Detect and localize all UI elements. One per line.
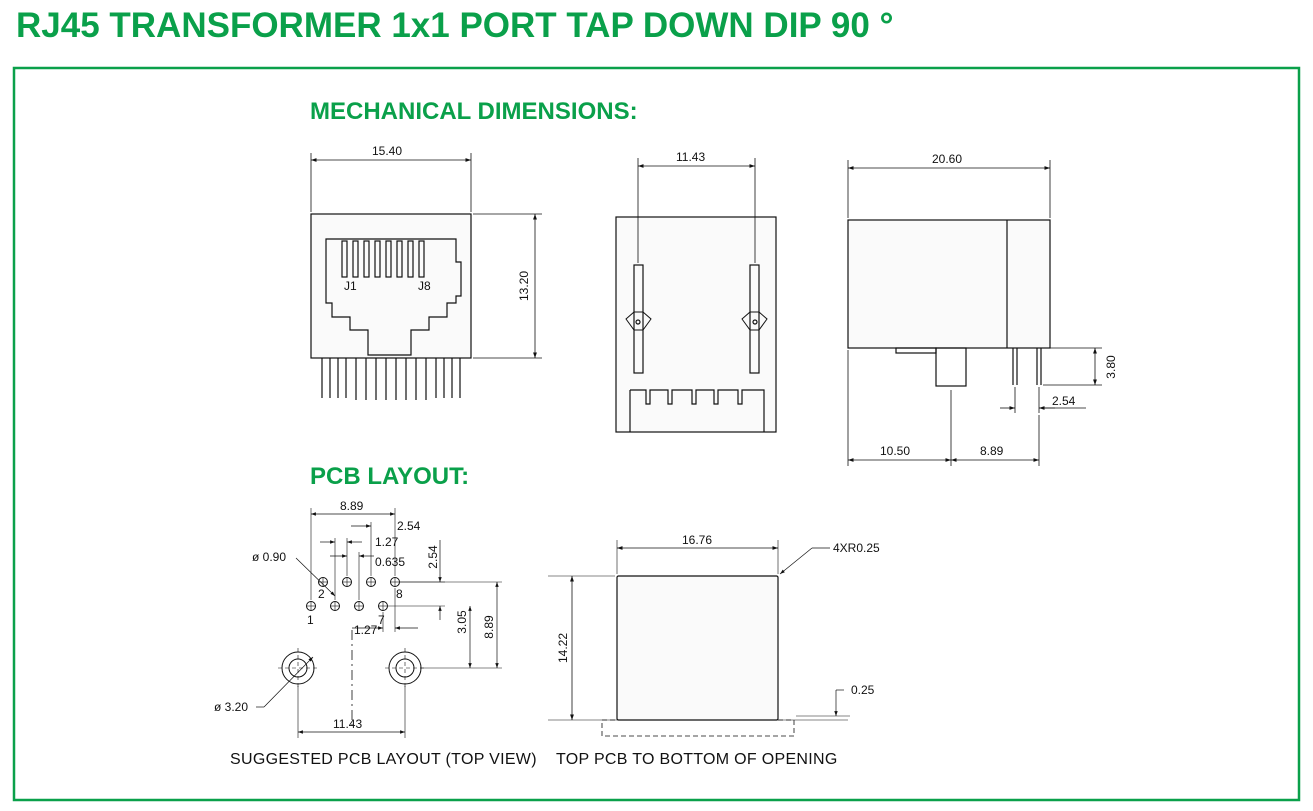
front-view-body: [310, 213, 472, 359]
side-length-label: 20.60: [932, 152, 962, 166]
side-pin-length-label: 3.80: [1104, 355, 1118, 379]
opening-offset-label: 0.25: [851, 683, 875, 697]
side-view: [847, 160, 1102, 466]
opening-height-label: 14.22: [556, 633, 570, 663]
pcb-layout-view: [256, 508, 502, 738]
front-view-pins: [321, 358, 461, 400]
side-rear-offset-label: 8.89: [980, 444, 1004, 458]
front-height-label: 13.20: [517, 271, 531, 301]
pcb-mount-hole-left: [278, 648, 318, 688]
side-pin-pitch-label: 2.54: [1052, 394, 1076, 408]
side-front-offset-label: 10.50: [880, 444, 910, 458]
pin-j8-label: J8: [418, 279, 431, 293]
opening-caption: TOP PCB TO BOTTOM OF OPENING: [556, 751, 838, 768]
pcb-mount-hole-right: [385, 648, 425, 688]
rear-width-label: 11.43: [676, 150, 705, 164]
drawing-frame: [12, 66, 1301, 802]
pin-j1-label: J1: [344, 279, 357, 293]
pcb-layout-caption: SUGGESTED PCB LAYOUT (TOP VIEW): [230, 751, 537, 768]
section-title-pcb: PCB LAYOUT:: [310, 463, 469, 490]
pcb-pin-7-label: 7: [378, 613, 385, 627]
pcb-pin-hole-label: ø 0.90: [252, 550, 286, 564]
front-view-port: [325, 238, 462, 356]
pcb-pin-8-label: 8: [396, 587, 403, 601]
rear-view: [615, 158, 777, 433]
pcb-row-offset-label: 1.27: [375, 535, 399, 549]
pcb-pin-span-label: 8.89: [340, 499, 364, 513]
front-view-contacts: [341, 240, 425, 278]
pcb-row-pitch-label: 2.54: [426, 545, 440, 569]
pcb-pin-1-label: 1: [307, 613, 314, 627]
opening-width-label: 16.76: [682, 533, 712, 547]
side-view-boss: [935, 347, 967, 387]
pcb-top-row-holes: [318, 577, 400, 587]
front-width-label: 15.40: [372, 144, 402, 158]
opening-corner-radius-label: 4XR0.25: [833, 541, 880, 555]
rear-bottom-slots: [629, 389, 765, 432]
pcb-hole-row-gap-label: 3.05: [455, 610, 469, 634]
pcb-mount-hole-label: ø 3.20: [214, 700, 248, 714]
front-view: [310, 153, 542, 400]
page-title: RJ45 TRANSFORMER 1x1 PORT TAP DOWN DIP 9…: [16, 6, 894, 45]
pcb-stagger-label: 1.27: [354, 623, 378, 637]
pcb-total-depth-label: 8.89: [482, 615, 496, 639]
opening-pcb-dashed: [601, 719, 795, 737]
pcb-mount-span-label: 11.43: [333, 717, 362, 731]
rear-right-post: [741, 264, 768, 374]
rear-left-post: [625, 264, 652, 374]
section-title-mechanical: MECHANICAL DIMENSIONS:: [310, 98, 638, 125]
opening-view: [548, 540, 850, 737]
pcb-pin-2-label: 2: [318, 587, 325, 601]
side-view-body: [847, 219, 1051, 349]
pcb-col-pitch-label: 2.54: [397, 519, 421, 533]
pcb-bottom-row-holes: [306, 601, 388, 611]
pcb-half-offset-label: 0.635: [375, 555, 405, 569]
opening-outline: [616, 575, 779, 721]
